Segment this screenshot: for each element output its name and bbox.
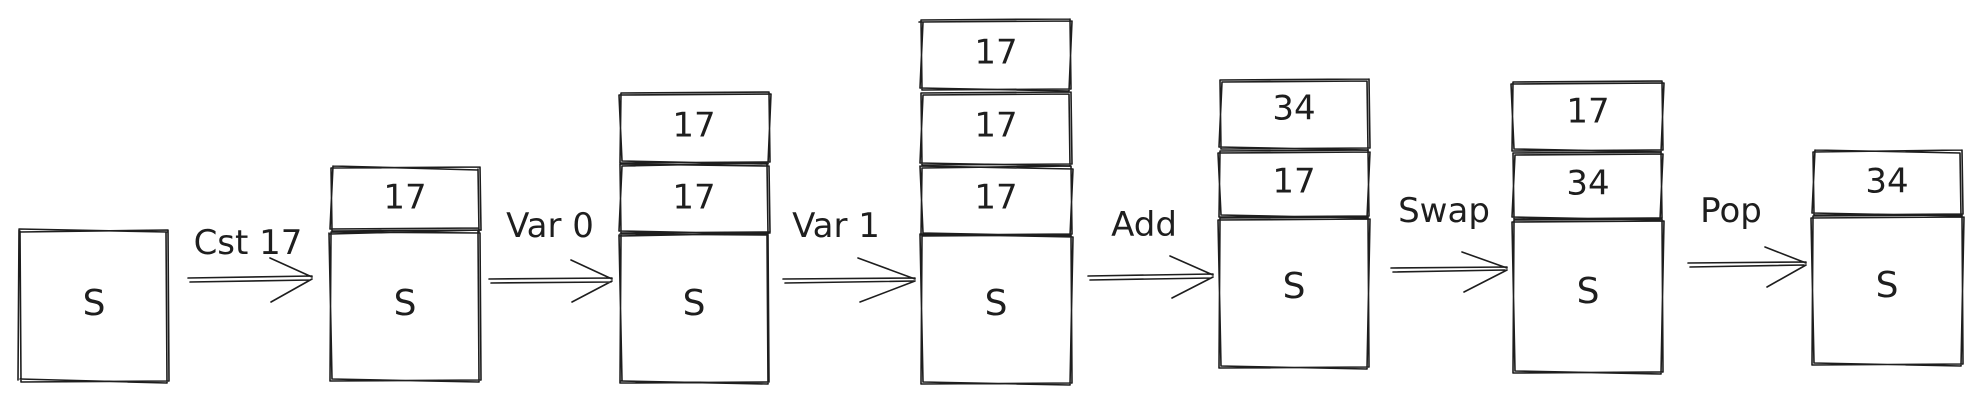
arrow-icon	[782, 257, 916, 303]
operation-label: Var 0	[506, 206, 594, 246]
stack-1: S 17	[328, 165, 482, 383]
stack-base-box	[618, 232, 771, 385]
stack-cell-box	[329, 165, 482, 233]
stack-cell-value: 34	[1272, 89, 1315, 129]
stack-3: S 17 17 17	[918, 18, 1074, 386]
stack-cell-box	[1511, 151, 1664, 221]
stack-5: S 34 17	[1510, 80, 1665, 375]
stack-base-label: S	[394, 283, 417, 324]
stack-0: S	[17, 228, 170, 384]
stack-2: S 17 17	[618, 91, 772, 385]
stack-cell-value: 17	[974, 33, 1017, 73]
stack-base-label: S	[683, 283, 706, 324]
transition-pop: Pop	[1687, 191, 1807, 288]
stack-4: S 17 34	[1217, 78, 1371, 370]
stack-cell-box	[1217, 149, 1371, 219]
stack-cell-box	[919, 91, 1073, 167]
stack-base-label: S	[1876, 265, 1899, 306]
stack-base-box	[328, 229, 482, 383]
stack-cell-box	[919, 165, 1074, 237]
stack-cell-box	[1510, 80, 1665, 153]
stack-cell-value: 17	[974, 178, 1017, 218]
operation-label: Cst 17	[194, 223, 303, 263]
stack-cell-value: 17	[672, 106, 715, 146]
stack-base-box	[1217, 216, 1371, 370]
arrow-icon	[1087, 255, 1214, 299]
operation-label: Add	[1111, 205, 1177, 245]
stack-6: S 34	[1810, 149, 1965, 367]
stack-base-box	[17, 228, 170, 384]
transition-add: Add	[1087, 205, 1214, 299]
stack-cell-value: 17	[672, 178, 715, 218]
stack-cell-value: 17	[1272, 162, 1315, 202]
operation-label: Var 1	[792, 206, 880, 246]
arrow-icon	[187, 257, 313, 303]
stack-cell-box	[918, 18, 1073, 92]
arrow-icon	[488, 259, 613, 303]
stack-base-box	[919, 233, 1074, 386]
stack-cell-value: 34	[1566, 164, 1609, 204]
transition-var1: Var 1	[782, 206, 916, 303]
stack-base-label: S	[1577, 271, 1600, 312]
stack-base-box	[1810, 214, 1965, 367]
transition-var0: Var 0	[488, 206, 613, 303]
stack-cell-box	[1811, 149, 1964, 217]
stack-cell-value: 17	[383, 178, 426, 218]
stack-base-label: S	[985, 283, 1008, 324]
arrow-icon	[1687, 246, 1807, 288]
transition-cst: Cst 17	[187, 223, 313, 303]
transition-swap: Swap	[1390, 191, 1508, 293]
arrow-icon	[1390, 251, 1508, 293]
stack-base-label: S	[1283, 266, 1306, 307]
stack-base-label: S	[83, 283, 106, 324]
stack-cell-box	[618, 162, 771, 235]
operation-label: Pop	[1700, 191, 1762, 231]
stack-cell-value: 17	[1566, 92, 1609, 132]
stack-cell-box	[1218, 78, 1371, 151]
stack-base-box	[1511, 218, 1665, 375]
stack-cell-value: 34	[1865, 162, 1908, 202]
stack-cell-value: 17	[974, 106, 1017, 146]
operation-label: Swap	[1398, 191, 1490, 231]
stack-cell-box	[618, 91, 772, 165]
